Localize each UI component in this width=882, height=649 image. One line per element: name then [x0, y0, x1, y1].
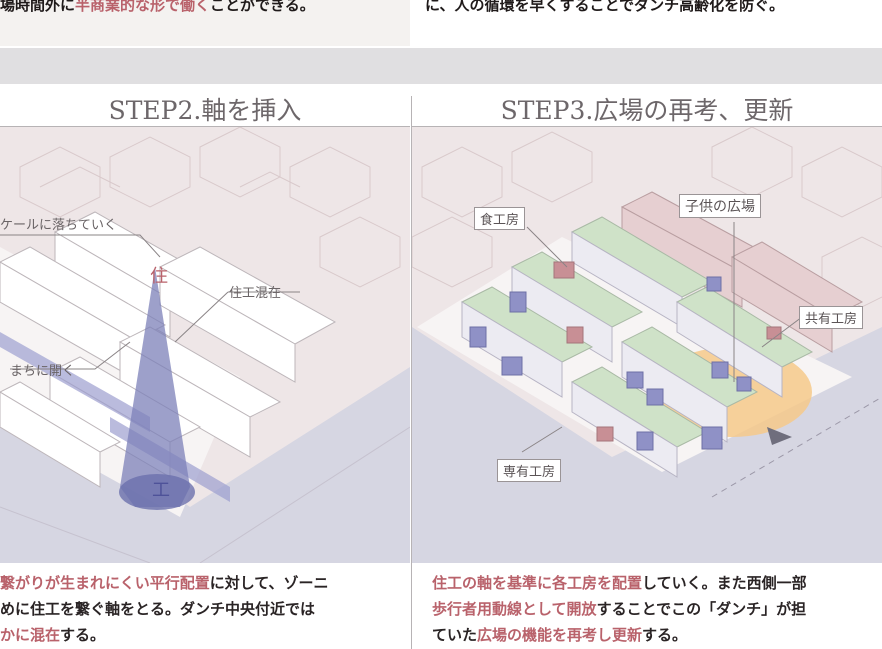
background-houses [19, 127, 401, 288]
label-scale-down: ケールに落ちていく [0, 218, 118, 233]
label-food-workshop: 食工房 [474, 207, 526, 230]
top-text-band: 場時間外に半商業的な形で働くことができる。 に、人の循環を早くすることでダンチ高… [0, 0, 882, 46]
step2-caption-line2: めに住工を繋ぐ軸をとる。ダンチ中央付近では [0, 600, 316, 618]
label-shared-workshop: 共有工房 [799, 306, 864, 329]
label-open-to-town: まちに開く [10, 364, 76, 379]
food-workshop-boxes [553, 261, 782, 442]
column-divider [411, 96, 412, 649]
leader-lines [521, 222, 803, 453]
label-kou-industry: 工 [152, 480, 170, 501]
label-kids-plaza: 子供の広場 [679, 194, 761, 218]
label-private-workshop: 専有工房 [497, 459, 562, 482]
top-left-highlight: 半商業的な形で働く [75, 0, 211, 14]
step3-caption-line1: 住工の軸を基準に各工房を配置していく。また西側一部 [432, 574, 807, 592]
ground-plane [0, 367, 410, 563]
step3-caption-line2: 歩行者用動線として開放することでこの「ダンチ」が担 [432, 600, 807, 618]
top-right-text: に、人の循環を早くすることでダンチ高齢化を防ぐ。 [425, 0, 785, 14]
step2-caption: 繋がりが生まれにくい平行配置に対して、ゾーニ めに住工を繋ぐ軸をとる。ダンチ中央… [0, 570, 329, 648]
step2-title: STEP2.軸を挿入 [0, 96, 410, 127]
step3-caption-line3: ていた広場の機能を再考し更新する。 [432, 626, 688, 644]
step2-caption-line1: 繋がりが生まれにくい平行配置に対して、ゾーニ [0, 574, 329, 592]
step3-caption: 住工の軸を基準に各工房を配置していく。また西側一部 歩行者用動線として開放するこ… [432, 570, 882, 648]
green-roof-blocks [460, 216, 814, 478]
label-mixed-use: 住工混在 [229, 286, 282, 301]
step3-isometric-drawing [412, 127, 882, 563]
step3-title: STEP3.広場の再考、更新 [412, 96, 882, 127]
top-left-cell: 場時間外に半商業的な形で働くことができる。 [0, 0, 410, 46]
step3-diagram: 食工房 子供の広場 共有工房 専有工房 [412, 127, 882, 563]
axis-base [119, 474, 195, 510]
top-left-text: 場時間外に半商業的な形で働くことができる。 [0, 0, 315, 15]
street-lines [0, 426, 410, 563]
label-ju-residence: 住 [150, 266, 168, 287]
background-houses [412, 127, 882, 308]
leader-lines [0, 234, 300, 370]
direction-arrow-icon [767, 427, 792, 445]
section-divider-band [0, 48, 882, 84]
step2-caption-line3: かに混在する。 [0, 626, 106, 644]
workshop-boxes [469, 276, 752, 451]
step2-diagram: ケールに落ちていく 住工混在 まちに開く 住 工 [0, 127, 410, 563]
step2-isometric-drawing [0, 127, 410, 563]
axis-cone [120, 267, 190, 507]
